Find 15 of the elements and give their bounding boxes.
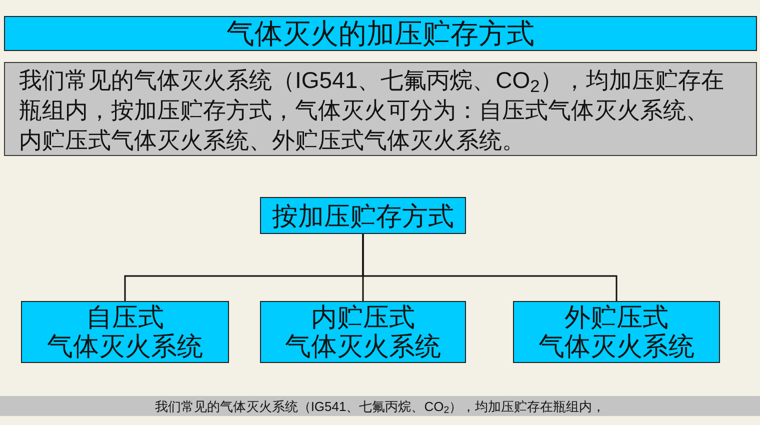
node-text: 外贮压式 — [564, 303, 668, 332]
connector-line — [362, 234, 618, 301]
paragraph-text: 我们常见的气体灭火系统（IG541、七氟丙烷、CO$_{2}$），均加压贮存在瓶组内，按加压贮存方式，气体灭火可分为：自压式气体灭火系统、内贮压式气体灭火系统、外贮压式气体灭火系统。 — [19, 66, 725, 155]
node-text: 气体灭火系统 — [538, 332, 694, 361]
category-box — [260, 197, 466, 234]
category-box — [513, 301, 720, 363]
node-text: 自压式 — [86, 303, 164, 332]
caption-text: 我们常见的气体灭火系统（IG541、七氟丙烷、CO$_{2}$），均加压贮存在瓶组内， — [154, 400, 606, 412]
title-text: 气体灭火的加压贮存方式 — [226, 20, 534, 48]
node-text: 气体灭火系统 — [47, 332, 203, 361]
category-box — [21, 301, 229, 363]
node-text: 气体灭火系统 — [285, 332, 441, 361]
node-text: 内贮压式 — [311, 303, 415, 332]
category-box — [260, 301, 466, 363]
node-text: 按加压贮存方式 — [272, 202, 454, 230]
